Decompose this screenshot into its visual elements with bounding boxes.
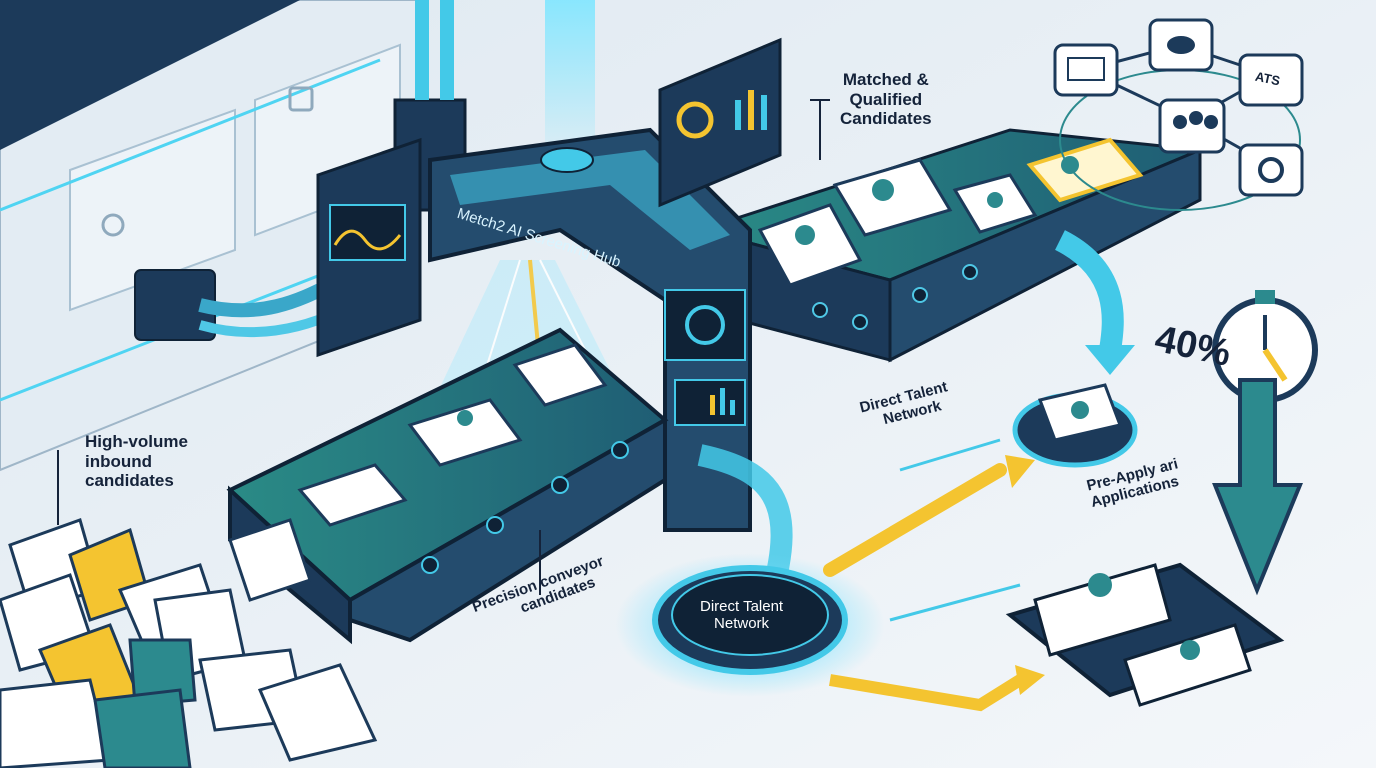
gear-icon — [1238, 143, 1304, 197]
handoff-arrow — [1054, 230, 1124, 352]
inbound-resume-pile — [0, 518, 378, 768]
tablet-icon — [1033, 563, 1172, 657]
matched-candidates-label: Matched & Qualified Candidates — [840, 70, 932, 129]
direct-talent-disc — [615, 553, 885, 697]
browser-node-icon — [1053, 43, 1119, 97]
stopwatch-icon — [1212, 290, 1318, 403]
monitor-icon — [1123, 623, 1252, 707]
team-icon — [1158, 98, 1226, 154]
callout-lines — [57, 99, 830, 595]
flow-arrows — [823, 438, 1045, 712]
resume-cards-on-belt — [297, 343, 608, 527]
integration-network — [1053, 18, 1304, 211]
device-screens — [1005, 562, 1285, 707]
cloud-icon — [1148, 18, 1214, 72]
pre-apply-disc — [1012, 383, 1138, 468]
matched-resume-cards — [757, 137, 1144, 287]
hub-screen-gauge — [664, 289, 746, 361]
ats-node — [1238, 53, 1304, 107]
inbound-candidates-label: High-volume inbound candidates — [85, 432, 188, 491]
direct-network-disc-label: Direct Talent Network — [700, 598, 784, 633]
dashboard-monitor — [658, 37, 782, 208]
down-arrow-icon — [1212, 378, 1303, 596]
screening-hub-machine — [316, 0, 752, 532]
